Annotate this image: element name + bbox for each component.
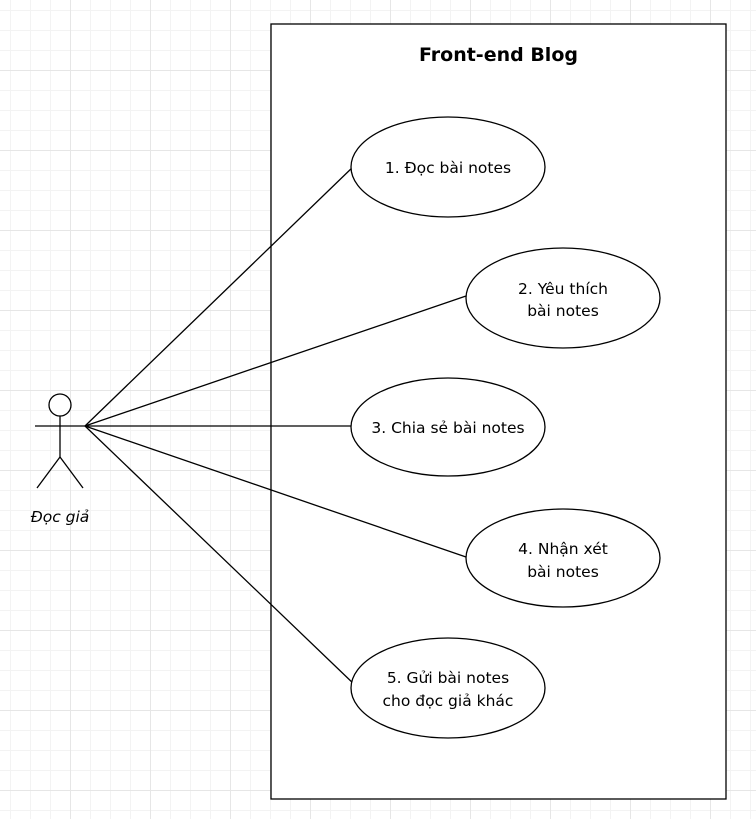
use-case-label-line: bài notes	[527, 302, 599, 320]
use-case-label-line: 3. Chia sẻ bài notes	[371, 419, 524, 437]
use-case-label-line: 4. Nhận xét	[518, 540, 608, 558]
use-case-ellipse[interactable]	[465, 508, 661, 608]
association-line-4	[84, 425, 467, 558]
use-case-3[interactable]: 3. Chia sẻ bài notes	[350, 377, 546, 477]
use-case-ellipse[interactable]	[350, 377, 546, 477]
system-title: Front-end Blog	[419, 44, 578, 66]
actor-leg-left	[36, 456, 61, 489]
actor-head	[48, 393, 72, 417]
association-line-5	[84, 425, 357, 687]
use-case-5[interactable]: 5. Gửi bài notes cho đọc giả khác	[350, 637, 546, 739]
use-case-label-line: cho đọc giả khác	[383, 692, 514, 710]
use-case-label-line: bài notes	[527, 563, 599, 581]
use-case-ellipse[interactable]	[465, 247, 661, 349]
use-case-1[interactable]: 1. Đọc bài notes	[350, 116, 546, 218]
use-case-4[interactable]: 4. Nhận xét bài notes	[465, 508, 661, 608]
use-case-2[interactable]: 2. Yêu thích bài notes	[465, 247, 661, 349]
use-case-label-line: 5. Gửi bài notes	[387, 669, 509, 687]
association-line-2	[84, 295, 467, 427]
association-line-1	[84, 164, 356, 427]
actor-name: Đọc giả	[31, 508, 90, 526]
actor-leg-right	[59, 456, 84, 489]
use-case-label-line: 1. Đọc bài notes	[385, 159, 511, 177]
actor-figure	[35, 393, 85, 489]
association-lines	[84, 164, 467, 687]
use-case-ellipse[interactable]	[350, 637, 546, 739]
use-case-label-line: 2. Yêu thích	[518, 280, 608, 298]
use-case-ellipse[interactable]	[350, 116, 546, 218]
